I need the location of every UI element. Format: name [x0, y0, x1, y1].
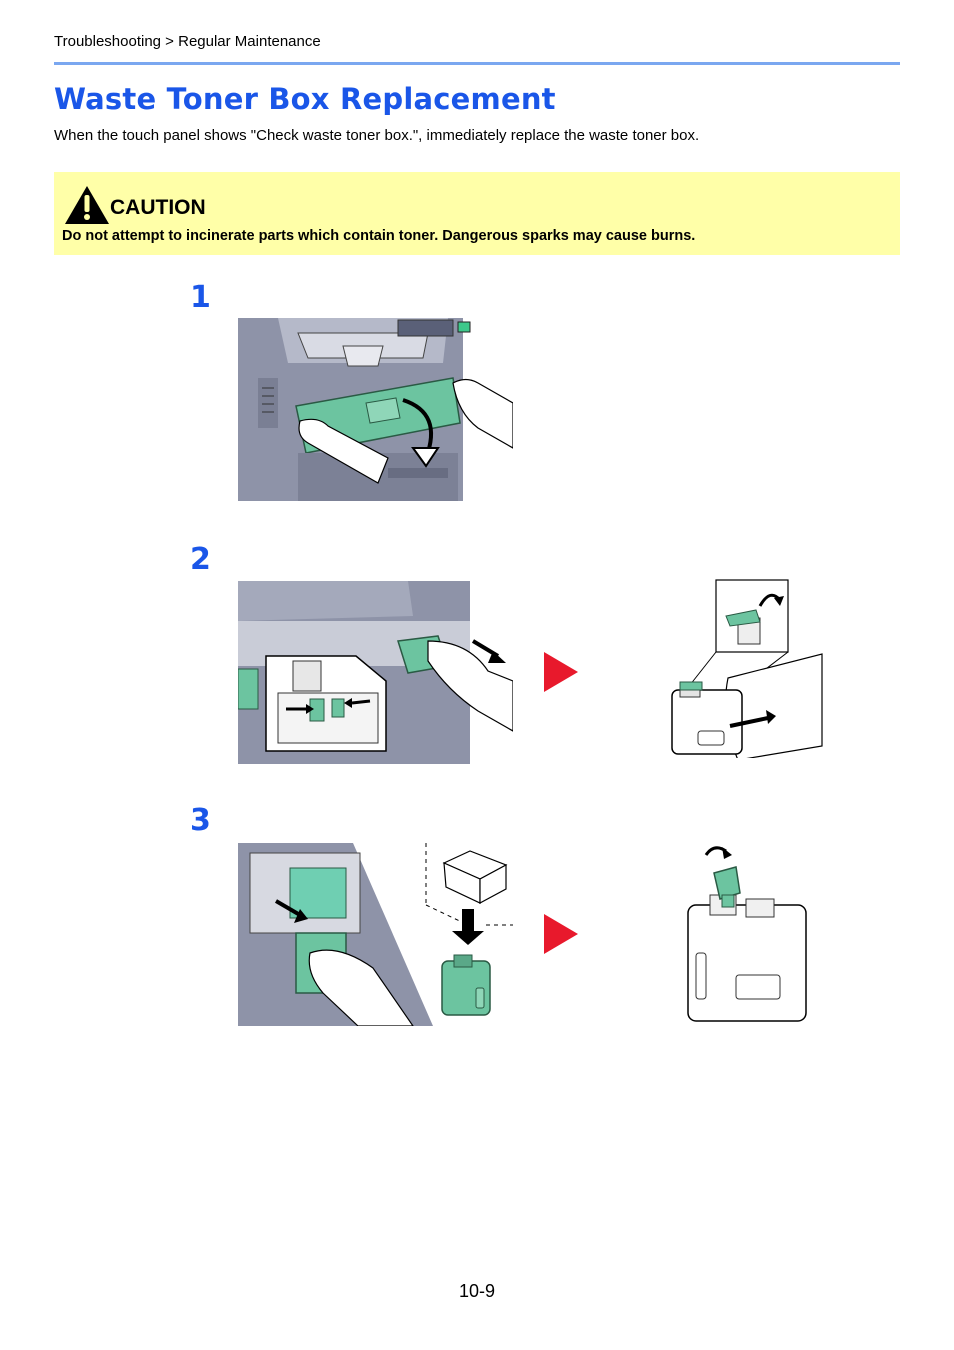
step1-open-front-cover-illustration: [238, 318, 513, 501]
intro-text: When the touch panel shows "Check waste …: [54, 127, 700, 144]
next-arrow-icon: [544, 652, 578, 692]
step-number-1: 1: [190, 280, 211, 315]
header-rule: [54, 62, 900, 65]
warning-triangle-icon: [65, 186, 109, 224]
page-number: 10-9: [459, 1281, 496, 1301]
caution-text: Do not attempt to incinerate parts which…: [62, 228, 696, 244]
step-number-3: 3: [190, 803, 211, 838]
step3-bag-waste-box-illustration: [238, 843, 513, 1026]
step2-remove-waste-box-illustration: [238, 581, 513, 764]
page-title: Waste Toner Box Replacement: [54, 82, 556, 116]
step-number-2: 2: [190, 542, 211, 577]
step3-cap-waste-box-illustration: [687, 846, 807, 1022]
step2-close-cap-illustration: [671, 579, 823, 758]
breadcrumb: Troubleshooting > Regular Maintenance: [54, 33, 321, 50]
caution-label: CAUTION: [110, 196, 206, 219]
caution-box: CAUTION Do not attempt to incinerate par…: [54, 172, 900, 255]
next-arrow-icon: [544, 914, 578, 954]
